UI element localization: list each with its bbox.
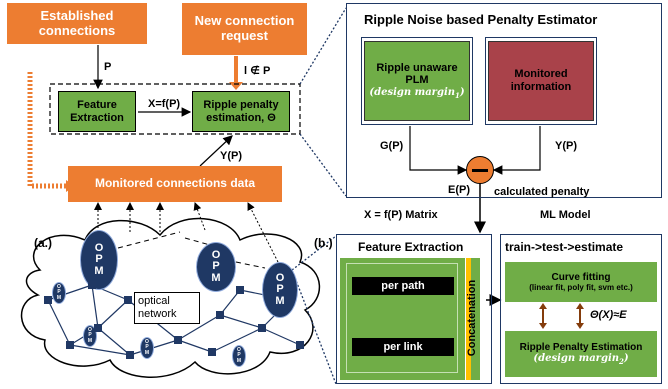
yp-label-right: Y(P): [555, 140, 577, 152]
minus-icon: [472, 168, 488, 172]
concatenation-bar: [466, 258, 480, 380]
matrix-caption: X = f(P) Matrix: [364, 209, 438, 221]
network-node: [124, 296, 132, 304]
ripple-penalty-estimation-box: Ripple Penalty Estimation (design margin…: [505, 331, 657, 377]
penalty-estimator-title: Ripple Noise based Penalty Estimator: [364, 12, 598, 27]
ml-model-caption: ML Model: [540, 209, 591, 221]
network-node: [216, 311, 224, 319]
ripple-penalty-box: Ripple penalty estimation, Θ: [192, 91, 290, 132]
design-margin-1: (design margin1): [369, 87, 465, 101]
gp-label: G(P): [380, 140, 404, 152]
per-link-box: per link: [352, 338, 454, 356]
network-node: [174, 336, 182, 344]
network-node: [258, 324, 266, 332]
penalty-estimator-panel: [346, 3, 662, 198]
a-label: (a.): [34, 236, 52, 250]
network-node: [44, 296, 52, 304]
per-path-box: per path: [352, 277, 454, 295]
feature-inner-rect: [346, 263, 458, 373]
design-margin-2: (design margin2): [533, 353, 629, 367]
feature-extraction-box: Feature Extraction: [58, 91, 136, 132]
plm-outer: [361, 37, 473, 125]
network-node: [126, 351, 134, 359]
network-node: [296, 341, 304, 349]
b-label: (b.): [314, 236, 333, 250]
ep-label: E(P): [448, 184, 470, 196]
ml-panel-title: train->test->estimate: [505, 240, 624, 254]
feature-extraction-panel: [336, 234, 492, 384]
network-node: [94, 324, 102, 332]
monitored-connections-box: Monitored connections data: [68, 166, 282, 202]
subtract-node: [466, 156, 494, 184]
network-node: [236, 286, 244, 294]
network-node: [286, 296, 294, 304]
ripple-unaware-plm-box: Ripple unaware PLM (design margin1): [364, 41, 470, 121]
monitored-outer: [485, 37, 597, 125]
established-connections-box: Established connections: [7, 3, 147, 44]
yp-label-left: Y(P): [220, 150, 242, 162]
optical-network-label: optical network: [134, 292, 200, 325]
monitored-information-box: Monitored information: [488, 41, 594, 121]
xf-label: X=f(P): [148, 98, 181, 110]
network-node: [88, 281, 96, 289]
feature-panel-title: Feature Extraction: [358, 240, 464, 254]
curve-fitting-box: Curve fitting (linear fit, poly fit, svm…: [505, 262, 657, 302]
network-node: [208, 348, 216, 356]
not-in-p-label: l ∉ P: [244, 65, 271, 77]
new-connection-request-box: New connection request: [182, 3, 307, 55]
theta-equation: Θ(X)≈E: [590, 309, 627, 321]
network-node: [66, 341, 74, 349]
p-label: P: [104, 61, 112, 73]
calculated-penalty-label: calculated penalty: [494, 186, 590, 198]
concatenation-label: Concatenation: [466, 279, 478, 357]
ml-panel: [500, 234, 662, 384]
